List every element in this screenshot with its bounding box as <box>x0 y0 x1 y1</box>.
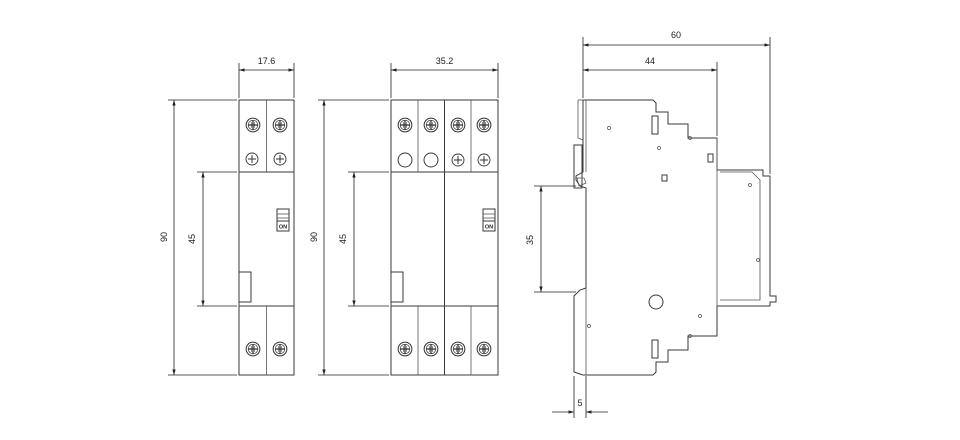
terminal-screw <box>245 152 259 166</box>
switch-label: ON <box>279 225 287 231</box>
side-slot <box>661 174 668 182</box>
dim-offset: 5 <box>577 398 582 408</box>
terminal-screw <box>397 341 413 357</box>
terminal-screw <box>273 152 287 166</box>
dim-height-single: 90 <box>159 232 169 242</box>
terminal-hole <box>423 152 439 168</box>
din-clip <box>573 144 583 189</box>
status-window <box>238 271 252 303</box>
side-slot <box>707 153 714 163</box>
terminal-screw <box>245 117 261 133</box>
dim-width-single: 17.6 <box>258 56 276 66</box>
terminal-screw <box>450 117 466 133</box>
terminal-hole <box>397 152 413 168</box>
dim-rail: 35 <box>525 235 535 245</box>
terminal-screw <box>272 117 288 133</box>
terminal-screw <box>476 341 492 357</box>
side-slot <box>651 339 659 359</box>
terminal-screw <box>477 153 491 167</box>
terminal-screw <box>423 341 439 357</box>
dim-depth-total: 60 <box>671 30 681 40</box>
status-window <box>390 271 404 303</box>
dim-inner-double: 45 <box>338 234 348 244</box>
terminal-screw <box>245 341 261 357</box>
double-module-view: ON 35.2 90 45 <box>309 56 499 376</box>
side-hole <box>648 294 664 310</box>
terminal-screw <box>272 341 288 357</box>
single-module-view: ON 17.6 90 45 <box>159 56 295 376</box>
switch-label: ON <box>485 225 493 231</box>
terminal-screw <box>451 153 465 167</box>
dim-inner-single: 45 <box>187 234 197 244</box>
dim-depth-front: 44 <box>645 56 655 66</box>
side-view: 60 44 35 5 <box>525 30 777 418</box>
terminal-screw <box>450 341 466 357</box>
dim-width-double: 35.2 <box>436 56 454 66</box>
terminal-screw <box>423 117 439 133</box>
terminal-screw <box>476 117 492 133</box>
dim-height-double: 90 <box>309 232 319 242</box>
side-slot <box>651 115 659 135</box>
terminal-screw <box>397 117 413 133</box>
